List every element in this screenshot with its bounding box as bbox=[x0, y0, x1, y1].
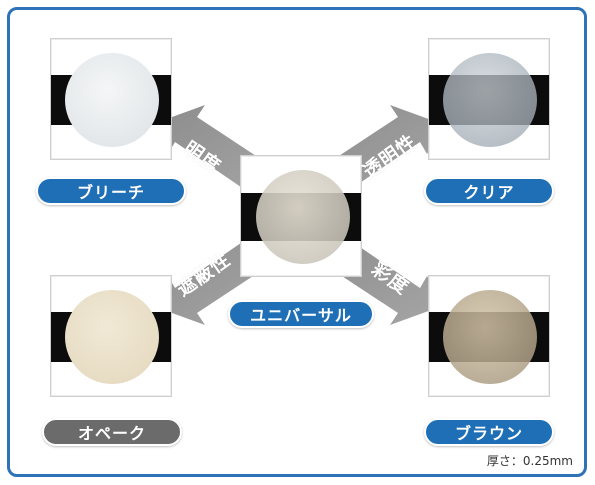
tile-clear bbox=[428, 38, 550, 160]
tile-universal bbox=[240, 155, 362, 277]
sample-disc-opaque bbox=[65, 290, 159, 384]
tile-opaque bbox=[50, 275, 172, 397]
label-opaque: オペーク bbox=[42, 418, 182, 446]
sample-disc-brown bbox=[443, 290, 537, 384]
tile-bleach bbox=[50, 38, 172, 160]
tile-brown bbox=[428, 275, 550, 397]
sample-disc-clear bbox=[443, 53, 537, 147]
label-bleach: ブリーチ bbox=[36, 177, 186, 205]
label-brown: ブラウン bbox=[424, 418, 554, 446]
label-universal: ユニバーサル bbox=[228, 300, 374, 328]
thickness-note: 厚さ：0.25mm bbox=[486, 454, 573, 468]
label-clear: クリア bbox=[424, 177, 554, 205]
sample-disc-universal bbox=[256, 170, 350, 264]
sample-disc-bleach bbox=[65, 53, 159, 147]
